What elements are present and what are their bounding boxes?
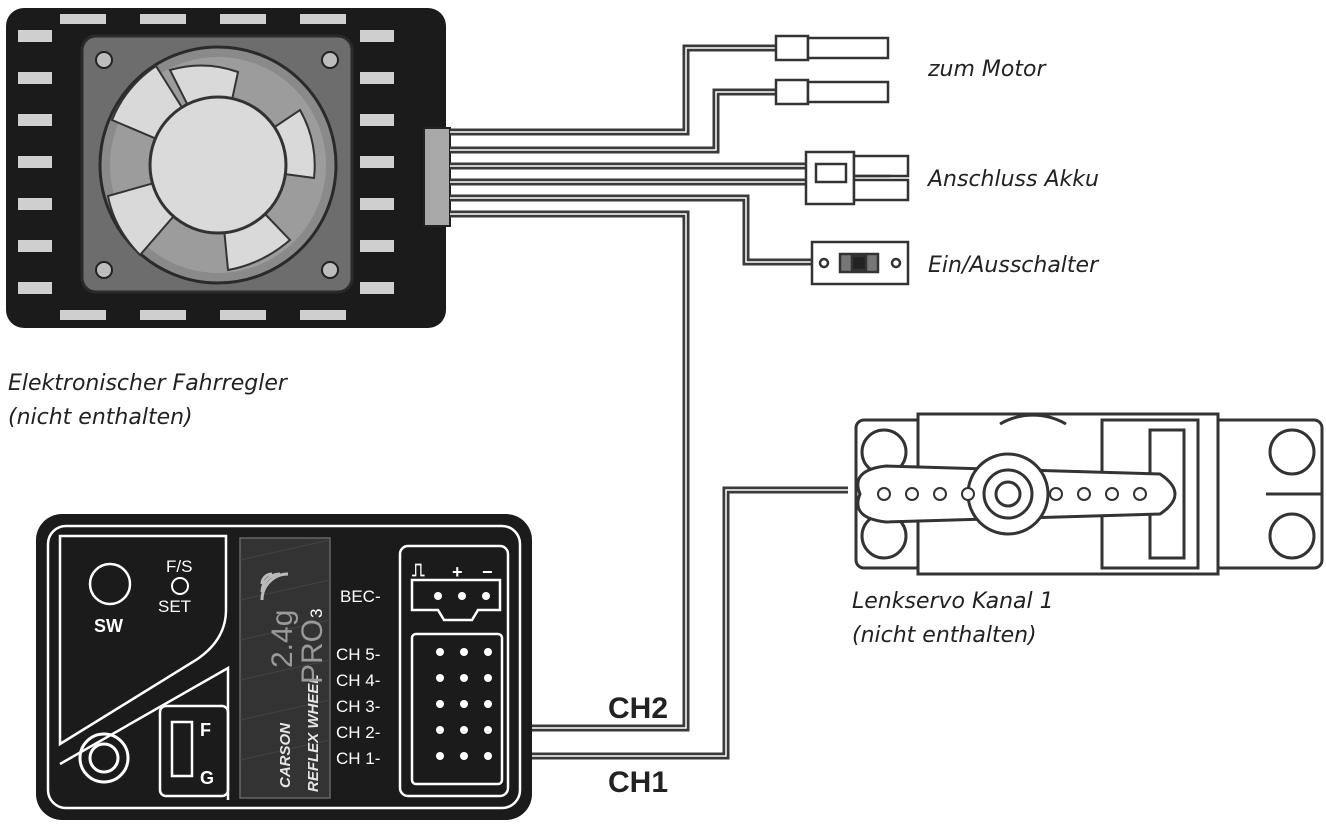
switch-icon [810, 240, 910, 286]
battery-connector-icon [804, 150, 910, 206]
rx-brand-num-label: 3 [307, 609, 326, 618]
rx-ch3-label: CH 3- [336, 697, 380, 716]
label-battery: Anschluss Akku [926, 167, 1099, 192]
fs-set-button[interactable] [171, 577, 189, 595]
wifi-icon [260, 572, 289, 601]
fan-hub [148, 95, 288, 235]
rx-plus-symbol: + [452, 562, 463, 582]
servo-wire [516, 486, 848, 760]
label-servo-line1: Lenkservo Kanal 1 [852, 589, 1054, 614]
rx-brand-label: REFLEX WHEEL [305, 674, 322, 792]
label-esc-line2: (nicht enthalten) [8, 405, 193, 430]
esc-unit [6, 8, 451, 328]
label-motor: zum Motor [927, 57, 1047, 82]
receiver-unit [36, 514, 532, 820]
label-ch2: CH2 [608, 692, 668, 725]
label-servo-line2: (nicht enthalten) [852, 623, 1037, 648]
rx-set-label: SET [158, 597, 191, 616]
motor-connector-icons [774, 34, 890, 106]
rx-ch1-label: CH 1- [336, 749, 380, 768]
bec-pins [434, 592, 490, 600]
esc-wire-exit [423, 127, 451, 227]
label-esc-line1: Elektronischer Fahrregler [8, 371, 289, 396]
servo-horn-holes [877, 487, 1147, 501]
rx-g-label: G [200, 768, 214, 788]
rx-fs-label: F/S [166, 557, 192, 576]
rx-signal-symbol: ⎍ [412, 560, 425, 580]
esc-screw-icons [95, 51, 339, 279]
receiver-label-panel [239, 537, 331, 799]
rx-brand-pro-label: PRO [296, 619, 329, 684]
rx-minus-symbol: − [482, 562, 493, 582]
fg-switch[interactable] [170, 720, 194, 778]
rx-ch2-label: CH 2- [336, 723, 380, 742]
rx-band-label: 2.4g [266, 610, 299, 668]
label-switch: Ein/Ausschalter [928, 253, 1100, 278]
rx-f-label: F [200, 720, 211, 740]
servo-horn [856, 452, 1177, 536]
rx-ch5-label: CH 5- [336, 645, 380, 664]
esc-heatsink-fins [18, 14, 394, 320]
bind-button[interactable] [78, 732, 130, 784]
sw-button[interactable] [88, 562, 132, 606]
rx-logo-label: CARSON [277, 722, 294, 788]
channel-pins [436, 648, 492, 760]
rx-sw-label: SW [94, 616, 123, 636]
rx-bec-label: BEC- [340, 587, 381, 606]
label-ch1: CH1 [608, 766, 668, 799]
rx-ch4-label: CH 4- [336, 671, 380, 690]
